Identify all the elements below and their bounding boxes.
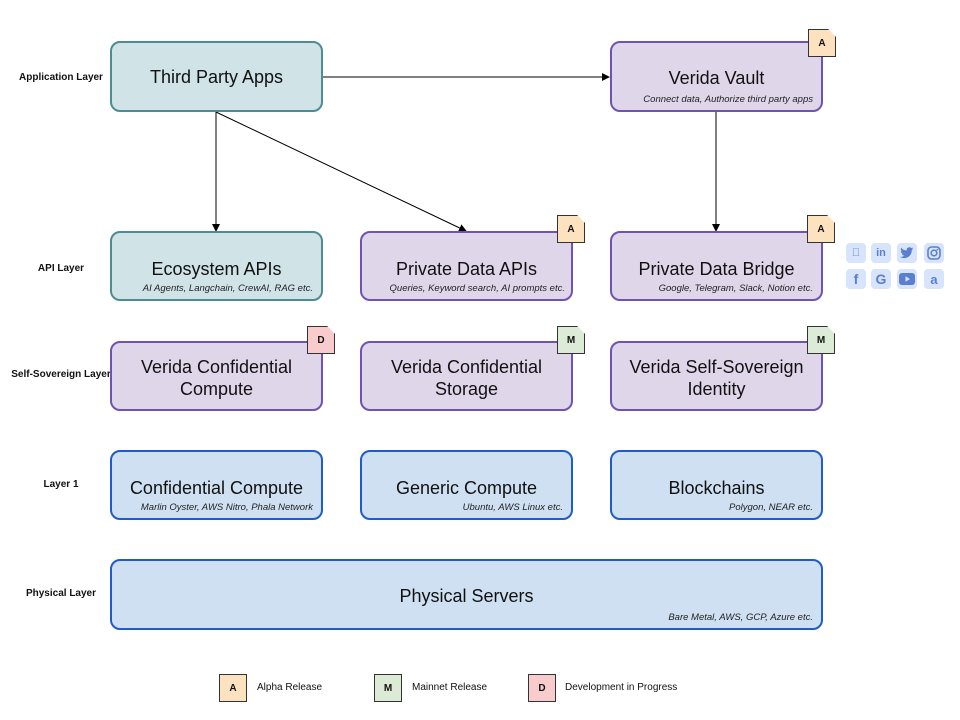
node-confidential-compute: Confidential Compute Marlin Oyster, AWS … [110, 450, 323, 520]
node-subtitle: Ubuntu, AWS Linux etc. [462, 502, 563, 513]
node-title-line2: Identity [687, 379, 746, 399]
node-subtitle: Connect data, Authorize third party apps [643, 94, 813, 105]
node-title-line2: Compute [179, 379, 254, 399]
legend-badge-development: D [528, 674, 556, 702]
node-title: Private Data APIs [395, 259, 538, 279]
node-title: Blockchains [668, 478, 765, 498]
node-physical-servers: Physical Servers Bare Metal, AWS, GCP, A… [110, 559, 823, 630]
youtube-icon [897, 269, 917, 289]
badge-alpha: A [807, 215, 835, 243]
amazon-icon: a [924, 269, 944, 289]
layer-label-self-sovereign: Self-Sovereign Layer [11, 369, 111, 380]
badge-alpha: A [808, 29, 836, 57]
layer-label-physical: Physical Layer [25, 588, 97, 599]
legend-badge-mainnet: M [374, 674, 402, 702]
node-title-line2: Storage [434, 379, 499, 399]
legend-label-alpha: Alpha Release [257, 682, 323, 693]
node-title: Verida Vault [668, 68, 765, 88]
node-title-line1: Verida Self-Sovereign [629, 357, 804, 377]
instagram-icon [924, 243, 944, 263]
node-subtitle: Google, Telegram, Slack, Notion etc. [658, 283, 813, 294]
node-verida-confidential-compute: Verida Confidential Compute [110, 341, 323, 411]
legend-badge-alpha: A [219, 674, 247, 702]
node-title: Third Party Apps [149, 67, 284, 87]
arrow-thirdparty-to-private-data-apis [215, 111, 467, 232]
badge-mainnet: M [557, 326, 585, 354]
badge-development: D [307, 326, 335, 354]
node-subtitle: Queries, Keyword search, AI prompts etc. [389, 283, 565, 294]
node-private-data-bridge: Private Data Bridge Google, Telegram, Sl… [610, 231, 823, 301]
facebook-icon: f [846, 269, 866, 289]
node-ecosystem-apis: Ecosystem APIs AI Agents, Langchain, Cre… [110, 231, 323, 301]
node-verida-self-sovereign-identity: Verida Self-Sovereign Identity [610, 341, 823, 411]
node-title: Private Data Bridge [638, 259, 795, 279]
node-title: Ecosystem APIs [151, 259, 282, 279]
node-title-line1: Verida Confidential [140, 357, 293, 377]
node-title: Confidential Compute [129, 478, 304, 498]
node-blockchains: Blockchains Polygon, NEAR etc. [610, 450, 823, 520]
linkedin-icon: in [871, 243, 891, 263]
node-title-line1: Verida Confidential [390, 357, 543, 377]
twitter-icon [897, 243, 917, 263]
node-verida-confidential-storage: Verida Confidential Storage [360, 341, 573, 411]
legend-label-development: Development in Progress [565, 682, 678, 693]
badge-alpha: A [557, 215, 585, 243]
layer-label-layer1: Layer 1 [43, 479, 79, 490]
badge-mainnet: M [807, 326, 835, 354]
legend-label-mainnet: Mainnet Release [412, 682, 488, 693]
node-title: Generic Compute [395, 478, 538, 498]
node-third-party-apps: Third Party Apps [110, 41, 323, 112]
node-verida-vault: Verida Vault Connect data, Authorize thi… [610, 41, 823, 112]
google-icon: G [871, 269, 891, 289]
layer-label-api: API Layer [37, 263, 85, 274]
node-generic-compute: Generic Compute Ubuntu, AWS Linux etc. [360, 450, 573, 520]
apple-icon:  [846, 243, 866, 263]
layer-label-application: Application Layer [19, 72, 103, 83]
node-private-data-apis: Private Data APIs Queries, Keyword searc… [360, 231, 573, 301]
node-title: Physical Servers [399, 586, 534, 606]
node-subtitle: Polygon, NEAR etc. [729, 502, 813, 513]
node-subtitle: Marlin Oyster, AWS Nitro, Phala Network [140, 502, 313, 513]
node-subtitle: AI Agents, Langchain, CrewAI, RAG etc. [142, 283, 313, 294]
node-subtitle: Bare Metal, AWS, GCP, Azure etc. [668, 612, 813, 623]
